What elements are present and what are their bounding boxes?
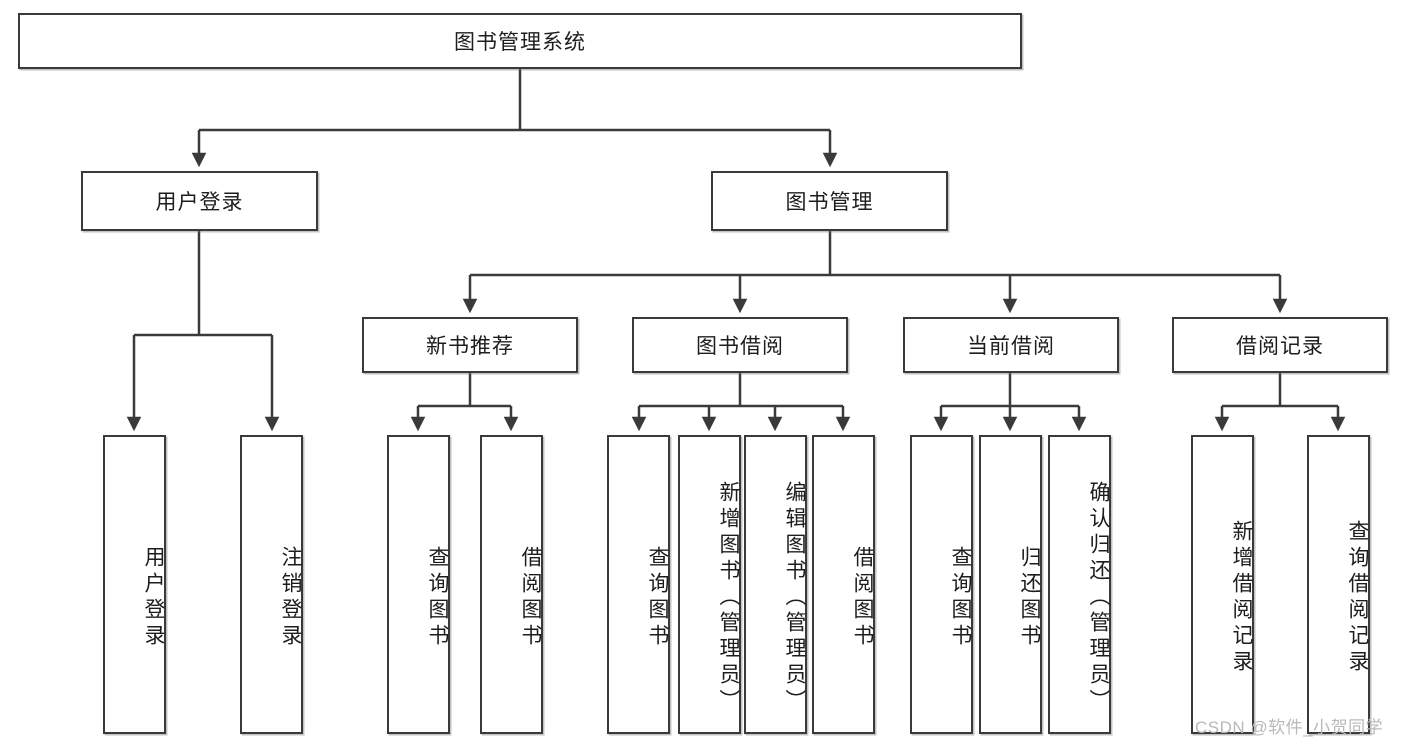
- node-label: 图书管理: [785, 191, 874, 214]
- node-label: 查询图书: [426, 545, 449, 650]
- node-label: 图书借阅: [696, 335, 784, 358]
- node-label: 图书管理系统: [454, 31, 586, 54]
- leaf-recommend-borrow-book[interactable]: 借阅图书: [480, 435, 543, 734]
- node-label: 查询图书: [646, 545, 669, 650]
- leaf-recommend-query-book[interactable]: 查询图书: [387, 435, 450, 734]
- node-book-borrow[interactable]: 图书借阅: [632, 317, 848, 373]
- node-label: 查询借阅记录: [1346, 519, 1369, 676]
- node-label: 查询图书: [949, 545, 972, 650]
- node-label: 编辑图书（管理员）: [783, 480, 806, 715]
- node-user-login[interactable]: 用户登录: [81, 171, 318, 231]
- leaf-current-confirm-return-admin[interactable]: 确认归还（管理员）: [1048, 435, 1111, 734]
- node-label: 新增图书（管理员）: [717, 480, 740, 715]
- node-label: 新书推荐: [426, 335, 514, 358]
- node-label: 用户登录: [142, 545, 165, 650]
- watermark: CSDN @软件_小贺同学: [1195, 713, 1383, 738]
- node-label: 当前借阅: [967, 335, 1055, 358]
- node-book-management[interactable]: 图书管理: [711, 171, 948, 231]
- leaf-record-add-record[interactable]: 新增借阅记录: [1191, 435, 1254, 734]
- leaf-borrow-edit-book-admin[interactable]: 编辑图书（管理员）: [744, 435, 807, 734]
- node-root-system[interactable]: 图书管理系统: [18, 13, 1022, 69]
- node-label: 确认归还（管理员）: [1087, 480, 1110, 715]
- node-label: 新增借阅记录: [1230, 519, 1253, 676]
- node-label: 借阅图书: [851, 545, 874, 650]
- leaf-current-query-book[interactable]: 查询图书: [910, 435, 973, 734]
- node-label: 借阅记录: [1236, 335, 1324, 358]
- node-label: 归还图书: [1018, 545, 1041, 650]
- node-borrow-record[interactable]: 借阅记录: [1172, 317, 1388, 373]
- node-new-book-recommend[interactable]: 新书推荐: [362, 317, 578, 373]
- leaf-user-login-logout[interactable]: 注销登录: [240, 435, 303, 734]
- leaf-borrow-query-book[interactable]: 查询图书: [607, 435, 670, 734]
- leaf-record-query-record[interactable]: 查询借阅记录: [1307, 435, 1370, 734]
- node-label: 注销登录: [279, 545, 302, 650]
- leaf-borrow-add-book-admin[interactable]: 新增图书（管理员）: [678, 435, 741, 734]
- node-label: 用户登录: [155, 191, 244, 214]
- leaf-user-login-signin[interactable]: 用户登录: [103, 435, 166, 734]
- leaf-borrow-borrow-book[interactable]: 借阅图书: [812, 435, 875, 734]
- leaf-current-return-book[interactable]: 归还图书: [979, 435, 1042, 734]
- node-current-borrow[interactable]: 当前借阅: [903, 317, 1119, 373]
- node-label: 借阅图书: [519, 545, 542, 650]
- watermark-text: CSDN @软件_小贺同学: [1195, 718, 1384, 737]
